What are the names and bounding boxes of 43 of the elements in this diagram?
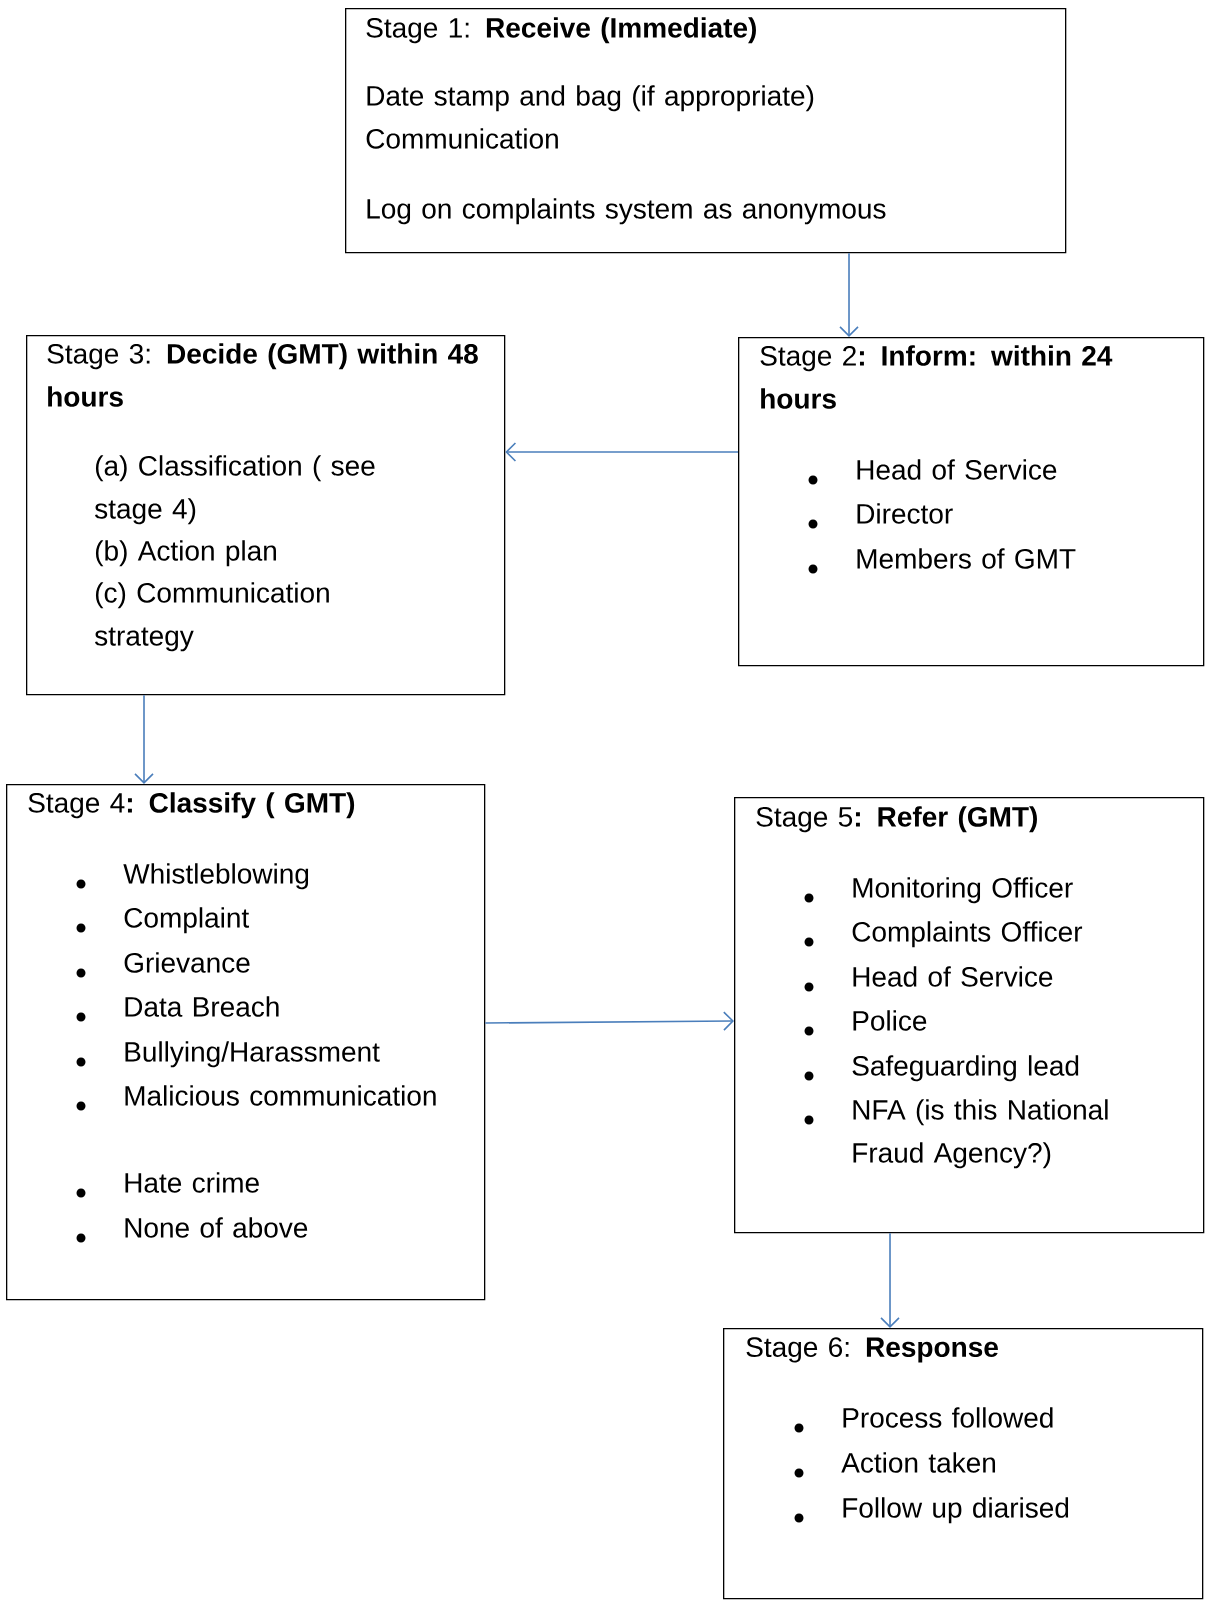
item-text: Complaints Officer bbox=[852, 921, 1083, 948]
item-text: Follow up diarised bbox=[843, 1497, 1069, 1524]
stage-heading: Stage 2: Inform: within 24 hours bbox=[760, 345, 1113, 409]
item-text: Police bbox=[853, 1010, 927, 1031]
stage-heading: Stage 3: Decide (GMT) within 48 hours bbox=[47, 343, 478, 407]
arrow bbox=[880, 1232, 900, 1328]
process-box bbox=[738, 337, 1205, 667]
process-box bbox=[6, 784, 486, 1301]
arrow bbox=[484, 1011, 734, 1031]
item-text: Members of GMT bbox=[857, 548, 1076, 569]
item-text: Date stamp and bag (if appropriate) bbox=[367, 85, 814, 112]
stage-heading: Stage 1: Receive (Immediate) bbox=[366, 17, 756, 44]
item-text: None of above bbox=[125, 1217, 308, 1238]
process-box bbox=[345, 8, 1067, 254]
arrow bbox=[505, 442, 739, 462]
stage-heading: Stage 5: Refer (GMT) bbox=[756, 806, 1037, 833]
process-box bbox=[734, 797, 1205, 1234]
stage-heading: Stage 6: Response bbox=[746, 1337, 998, 1363]
item-text: Data Breach bbox=[125, 996, 279, 1017]
item-text: (a) Classification ( see stage 4) bbox=[95, 455, 375, 525]
process-box bbox=[26, 335, 506, 696]
item-text: Whistleblowing bbox=[123, 863, 309, 890]
item-text: Complaint bbox=[124, 907, 249, 934]
item-text: Monitoring Officer bbox=[853, 877, 1073, 904]
item-text: Head of Service bbox=[857, 459, 1057, 480]
item-text: Safeguarding lead bbox=[852, 1055, 1079, 1082]
item-text: Process followed bbox=[843, 1407, 1053, 1428]
item-text: Director bbox=[857, 503, 953, 524]
item-text: Communication bbox=[366, 128, 558, 149]
item-text: Head of Service bbox=[853, 966, 1053, 987]
item-text: Hate crime bbox=[125, 1172, 259, 1193]
item-text: Action taken bbox=[841, 1452, 995, 1473]
item-text: Log on complaints system as anonymous bbox=[367, 198, 886, 225]
item-text: Grievance bbox=[124, 952, 250, 973]
item-text: (b) Action plan bbox=[95, 540, 276, 567]
item-text: NFA (is this National Fraud Agency?) bbox=[853, 1099, 1108, 1169]
arrow bbox=[839, 252, 859, 337]
arrow bbox=[134, 694, 154, 784]
item-text: Malicious communication bbox=[125, 1085, 436, 1106]
process-box bbox=[723, 1328, 1204, 1600]
stage-heading: Stage 4: Classify ( GMT) bbox=[28, 792, 355, 819]
item-text: Bullying/Harassment bbox=[125, 1041, 380, 1068]
item-text: (c) Communication strategy bbox=[95, 582, 329, 652]
